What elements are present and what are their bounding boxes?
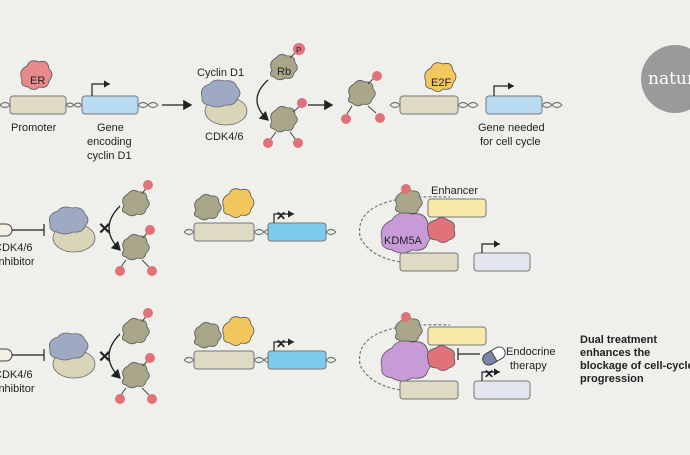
nature-logo: nature (641, 45, 690, 113)
blocked-transcription-arrow-r3 (273, 338, 294, 351)
promoter-box (9, 95, 67, 115)
e2f-promoter-box (399, 95, 459, 115)
dual-treatment-line-3: blockage of cell-cycle (580, 360, 690, 372)
block-x-icon: ✕ (98, 221, 111, 238)
kdm5a-label: KDM5A (384, 235, 423, 247)
dna-loop-r2 (358, 196, 451, 263)
gene-cycle-label-1: Gene needed (478, 122, 545, 134)
rb-label: Rb (277, 66, 291, 78)
gene-box-loop-r2 (473, 252, 531, 272)
dna-loop-r3 (358, 324, 451, 391)
e2f-bound-r2 (222, 188, 255, 218)
gene-box-r2 (267, 222, 327, 242)
er-protein (20, 60, 53, 90)
dual-treatment-line-2: enhances the (580, 347, 650, 359)
enhancer-box-r3 (427, 326, 487, 346)
gene-cycle-label-2: for cell cycle (480, 136, 541, 148)
inhibitor-pill-icon (0, 223, 13, 237)
phosphorylation-arrow (256, 79, 269, 121)
promoter-box-r2 (193, 222, 255, 242)
loop-block-x-r3: ✕ (484, 367, 494, 381)
transcription-start-arrow (91, 80, 110, 96)
cell-cycle-gene-box (485, 95, 543, 115)
loop-transcription-arrow-r3 (481, 368, 500, 381)
blocked-arrow-r3 (108, 333, 121, 379)
inhibitor-label-1: CDK4/6 (0, 242, 33, 254)
promoter-box-loop-r2 (399, 252, 459, 272)
cdk46-label: CDK4/6 (205, 131, 244, 143)
e2f-protein (424, 62, 457, 92)
dual-treatment-line-4: progression (580, 373, 644, 385)
loop-transcription-arrow (481, 240, 500, 253)
gene-d1-label-1: Gene (97, 122, 124, 134)
promoter-box-r3 (193, 350, 255, 370)
rb-bound-r3 (194, 322, 222, 349)
gene-d1-label-2: encoding (87, 136, 132, 148)
inhibitor-pill-icon-r3 (0, 348, 13, 362)
phosphates-cluster-1 (263, 98, 307, 148)
endocrine-label-2: therapy (510, 360, 547, 372)
rb-r2-top (122, 190, 150, 217)
e2f-pink-r2 (426, 217, 456, 243)
blocked-arrow (108, 205, 121, 251)
inhibitor-label-r3-1: CDK4/6 (0, 369, 33, 381)
cyclin-d1-label: Cyclin D1 (197, 67, 244, 79)
phosphate-p (293, 43, 305, 55)
enhancer-box (427, 198, 487, 218)
rb-r3-top (122, 318, 150, 345)
endocrine-pill-icon (482, 346, 506, 366)
row-2-cdk-inhibitor: CDK4/6 inhibitor ✕ ✕ Enhancer KDM5 (0, 180, 531, 276)
gene-cyclin-d1-box (81, 95, 139, 115)
promoter-label: Promoter (11, 122, 57, 134)
cyclin-d1-protein-r3 (48, 332, 89, 361)
kdm5a-protein-r3 (380, 340, 433, 382)
transcription-block-x-r3: ✕ (276, 337, 286, 351)
rb-r2-bottom (122, 234, 150, 261)
rb-r2-loop (395, 189, 423, 216)
row-3-dual-treatment: CDK4/6 inhibitor ✕ ✕ ✕ (0, 308, 690, 404)
enhancer-label: Enhancer (431, 185, 478, 197)
er-label: ER (30, 75, 45, 87)
nature-logo-text: nature (648, 69, 690, 89)
blocked-transcription-arrow (273, 210, 294, 223)
e2f-bound-r3 (222, 316, 255, 346)
block-x-icon-r3: ✕ (98, 349, 111, 366)
rb-phosphorylated (270, 106, 298, 133)
rb-protein (270, 54, 298, 81)
e2f-label: E2F (431, 77, 451, 89)
inhibitor-label-2: inhibitor (0, 256, 35, 268)
endocrine-label-1: Endocrine (506, 346, 556, 358)
cell-cycle-start-arrow (493, 82, 514, 96)
gene-box-r3 (267, 350, 327, 370)
p-label: P (296, 46, 301, 55)
gene-box-loop-r3 (473, 380, 531, 400)
gene-d1-label-3: cyclin D1 (87, 150, 132, 162)
inhibitor-label-r3-2: inhibitor (0, 383, 35, 395)
rb-r3-bottom (122, 362, 150, 389)
rb-r3-loop (395, 317, 423, 344)
cyclin-d1-protein-r2 (48, 206, 89, 235)
dna-strand-2 (389, 101, 563, 109)
rb-bound-r2 (194, 194, 222, 221)
dual-treatment-line-1: Dual treatment (580, 334, 657, 346)
phosphates-cluster-2 (341, 71, 385, 124)
rb-free (348, 80, 376, 107)
row-1-er-activation: ER Promoter Gene encoding cyclin D1 Cycl… (0, 43, 563, 162)
cyclin-d1-protein (200, 79, 241, 108)
transcription-block-x: ✕ (276, 209, 286, 223)
promoter-box-loop-r3 (399, 380, 459, 400)
e2f-pink-r3 (426, 345, 456, 371)
